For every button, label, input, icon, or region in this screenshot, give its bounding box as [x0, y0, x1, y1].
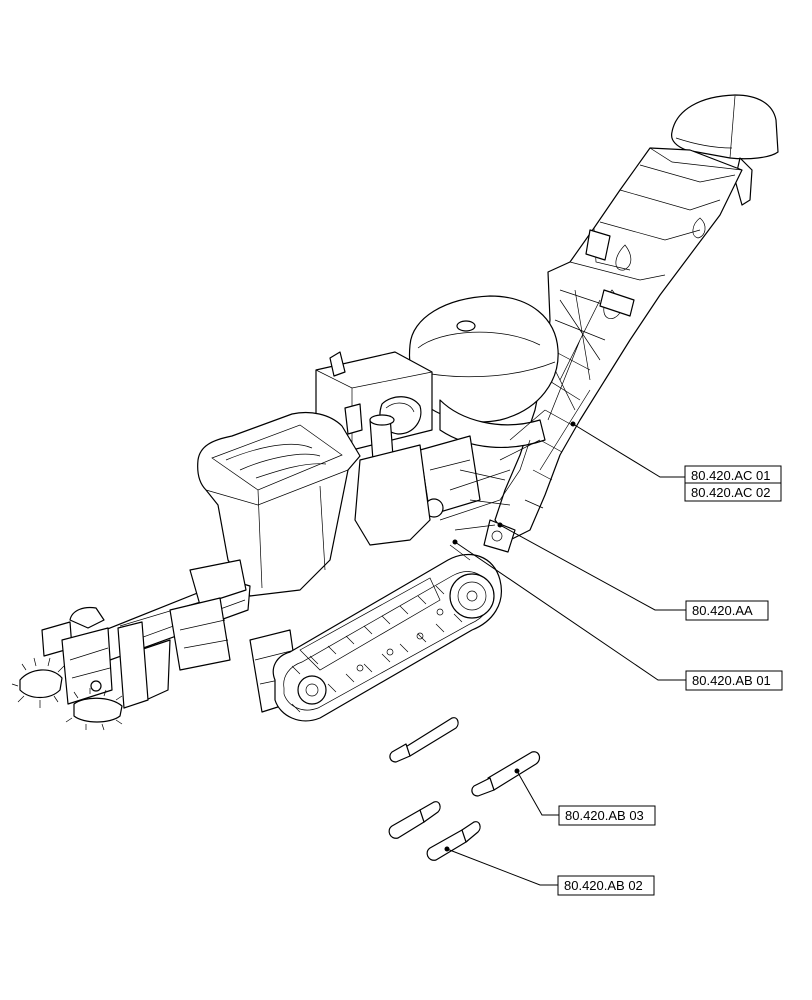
pin-1	[389, 717, 459, 763]
callout-ab01-box	[685, 670, 783, 691]
leader-lines	[444, 421, 686, 886]
pins	[388, 717, 541, 861]
leader-line-ab03	[516, 770, 559, 816]
pin-4	[426, 821, 481, 861]
callout-ac01[interactable]: 80.420.AC 01	[684, 465, 782, 485]
crop-divider	[11, 606, 149, 731]
leader-line-ab01	[454, 541, 686, 681]
harvester-illustration	[11, 94, 779, 731]
callout-aa-box	[685, 600, 769, 621]
callout-ab02-box	[557, 875, 655, 896]
elevator-body	[483, 147, 743, 553]
callout-ab03-label: 80.420.AB 03	[565, 808, 644, 823]
callout-ac01-label: 80.420.AC 01	[691, 468, 771, 483]
callout-ab02[interactable]: 80.420.AB 02	[557, 875, 655, 896]
leader-line-aa	[499, 524, 686, 611]
pin-3	[388, 801, 441, 839]
leader-line-ac	[572, 423, 685, 478]
callout-ab03[interactable]: 80.420.AB 03	[558, 805, 656, 826]
callout-ab03-box	[558, 805, 656, 826]
callout-aa-label: 80.420.AA	[692, 603, 753, 618]
callout-aa[interactable]: 80.420.AA	[685, 600, 769, 621]
callout-ac02-label: 80.420.AC 02	[691, 485, 771, 500]
cab-hopper	[197, 411, 361, 597]
callout-ab01[interactable]: 80.420.AB 01	[685, 670, 783, 691]
pin-2	[471, 751, 541, 797]
elevator-struts	[449, 409, 546, 561]
callout-ab02-label: 80.420.AB 02	[564, 878, 643, 893]
callout-ab01-label: 80.420.AB 01	[692, 673, 771, 688]
callout-ac02-box	[684, 482, 782, 502]
leader-line-ab02	[446, 848, 558, 886]
callout-ac02[interactable]: 80.420.AC 02	[684, 482, 782, 502]
track-assembly	[272, 553, 502, 722]
engine-block	[315, 351, 531, 546]
